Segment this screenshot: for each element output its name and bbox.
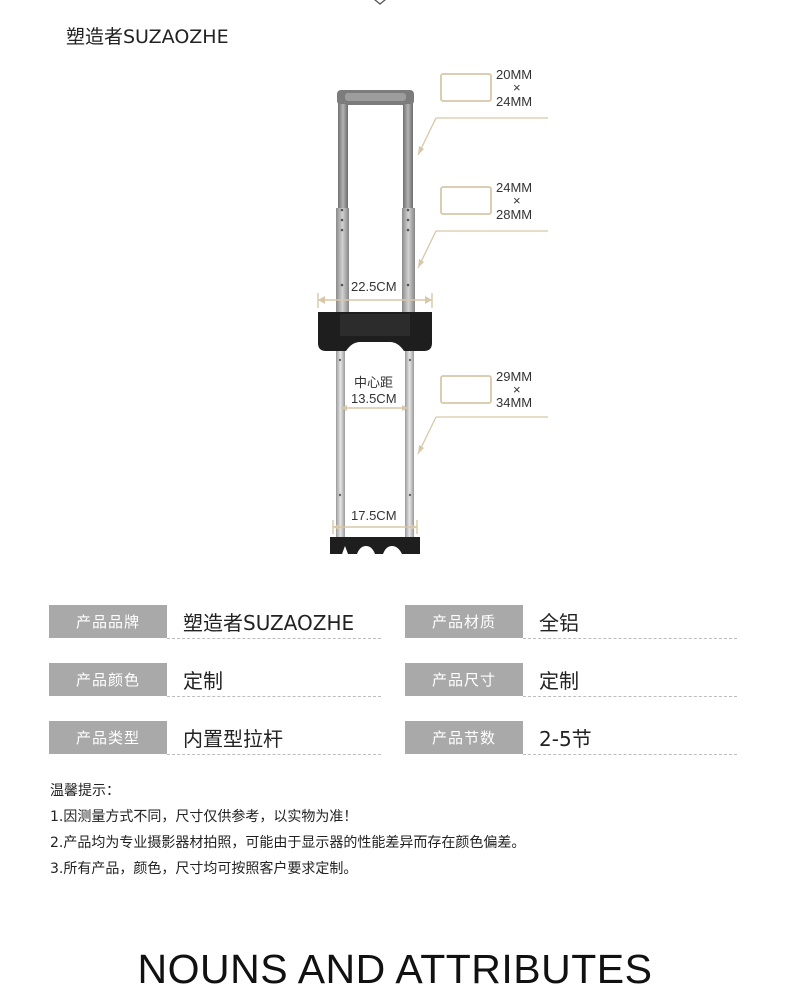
svg-text:24MM: 24MM: [496, 94, 532, 109]
divider: [523, 638, 737, 639]
attr-value: 全铝: [539, 611, 579, 635]
middle-tube-right: [402, 208, 415, 338]
tube-size-callout-3: 29MM × 34MM: [417, 369, 548, 455]
svg-text:×: ×: [513, 80, 521, 95]
attr-row-material: 产品材质 全铝: [405, 605, 737, 639]
attr-row-sections: 产品节数 2-5节: [405, 721, 737, 755]
svg-text:34MM: 34MM: [496, 395, 532, 410]
handle-grip: [337, 90, 414, 105]
center-distance-dimension: 中心距 13.5CM: [341, 375, 408, 411]
brand-title: 塑造者SUZAOZHE: [66, 26, 229, 48]
attr-value: 塑造者SUZAOZHE: [183, 611, 355, 635]
upper-tube-right: [403, 104, 413, 216]
attr-value: 定制: [183, 669, 223, 693]
divider: [167, 696, 381, 697]
svg-text:×: ×: [513, 193, 521, 208]
attr-row-size: 产品尺寸 定制: [405, 663, 737, 697]
center-distance-label: 中心距: [354, 375, 393, 390]
tip-item: 3.所有产品，颜色，尺寸均可按照客户要求定制。: [50, 861, 358, 877]
trolley-handle-diagram: 22.5CM 中心距 13.5CM 17.5CM 20MM × 24MM: [317, 67, 548, 554]
tips-section: 温馨提示： 1.因测量方式不同，尺寸仅供参考，以实物为准！ 2.产品均为专业摄影…: [50, 778, 525, 882]
svg-text:20MM: 20MM: [496, 67, 532, 82]
tube-size-callout-1: 20MM × 24MM: [417, 67, 548, 156]
attr-row-color: 产品颜色 定制: [49, 663, 381, 697]
svg-text:28MM: 28MM: [496, 207, 532, 222]
housing-block: [318, 312, 432, 351]
upper-tube-left: [338, 104, 348, 216]
tips-title: 温馨提示：: [50, 783, 120, 799]
center-distance-value: 13.5CM: [351, 391, 397, 406]
divider: [167, 638, 381, 639]
svg-text:×: ×: [513, 382, 521, 397]
attr-label: 产品尺寸: [405, 663, 523, 696]
bottom-width-dimension: 17.5CM: [332, 508, 418, 534]
divider: [167, 754, 381, 755]
attr-row-brand: 产品品牌 塑造者SUZAOZHE: [49, 605, 381, 639]
attr-label: 产品材质: [405, 605, 523, 638]
svg-text:29MM: 29MM: [496, 369, 532, 384]
divider: [523, 696, 737, 697]
bottom-width-label: 17.5CM: [351, 508, 397, 523]
middle-tube-left: [336, 208, 349, 338]
attr-label: 产品类型: [49, 721, 167, 754]
attr-value: 内置型拉杆: [183, 727, 283, 751]
section-heading: NOUNS AND ATTRIBUTES: [137, 946, 653, 992]
lower-rod-right: [405, 351, 414, 537]
base-bracket: [330, 537, 420, 554]
tip-item: 2.产品均为专业摄影器材拍照，可能由于显示器的性能差异而存在颜色偏差。: [50, 835, 526, 851]
attr-label: 产品颜色: [49, 663, 167, 696]
lower-rod-left: [336, 351, 345, 537]
tube-size-callout-2: 24MM × 28MM: [417, 180, 548, 269]
attr-row-type: 产品类型 内置型拉杆: [49, 721, 381, 755]
attr-value: 定制: [539, 669, 579, 693]
divider: [523, 754, 737, 755]
attr-label: 产品品牌: [49, 605, 167, 638]
svg-text:24MM: 24MM: [496, 180, 532, 195]
attr-value: 2-5节: [539, 727, 592, 751]
attr-label: 产品节数: [405, 721, 523, 754]
width-dimension-label: 22.5CM: [351, 279, 397, 294]
chevron-down-icon: [374, 0, 386, 5]
tip-item: 1.因测量方式不同，尺寸仅供参考，以实物为准！: [50, 809, 358, 825]
width-dimension: 22.5CM: [317, 279, 433, 308]
